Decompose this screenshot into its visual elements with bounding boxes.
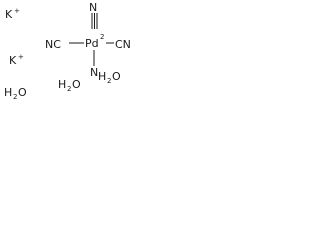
- structure-canvas: K + K + N NC Pd 2 CN: [0, 0, 138, 101]
- ligand-left-label: NC: [45, 38, 61, 51]
- center-charge: 2: [100, 33, 104, 41]
- water-1-hydrogen: H: [4, 86, 12, 99]
- water-2-hydrogen: H: [58, 78, 66, 91]
- water-3-subscript: 2: [107, 77, 111, 85]
- cation-1-charge: +: [14, 7, 20, 15]
- ligand-top-nitrogen: N: [89, 1, 97, 14]
- potassium-cation-2: K +: [9, 53, 24, 67]
- palladium-center: Pd 2: [85, 33, 104, 50]
- cyanide-ligand-bottom: N: [90, 50, 98, 79]
- potassium-cation-1: K +: [5, 7, 20, 21]
- water-3-hydrogen: H: [98, 70, 106, 83]
- water-2-oxygen: O: [72, 78, 81, 91]
- cyanide-ligand-left: NC: [45, 38, 84, 51]
- ligand-right-label: CN: [115, 38, 131, 51]
- water-molecule-2: H 2 O: [58, 78, 81, 93]
- cation-2-charge: +: [18, 53, 24, 61]
- water-2-subscript: 2: [67, 85, 71, 93]
- water-molecule-1: H 2 O: [4, 86, 27, 101]
- cation-2-element: K: [9, 54, 17, 67]
- water-molecule-3: H 2 O: [98, 70, 121, 85]
- cation-1-element: K: [5, 8, 13, 21]
- water-3-oxygen: O: [112, 70, 121, 83]
- water-1-subscript: 2: [13, 93, 17, 101]
- ligand-bottom-nitrogen: N: [90, 66, 98, 79]
- cyanide-ligand-top: N: [89, 1, 98, 29]
- water-1-oxygen: O: [18, 86, 27, 99]
- cyanide-ligand-right: CN: [106, 38, 131, 51]
- potassium-tetracyanopalladate-hydrate-structure: K + K + N NC Pd 2 CN: [4, 1, 131, 101]
- center-element: Pd: [85, 37, 99, 50]
